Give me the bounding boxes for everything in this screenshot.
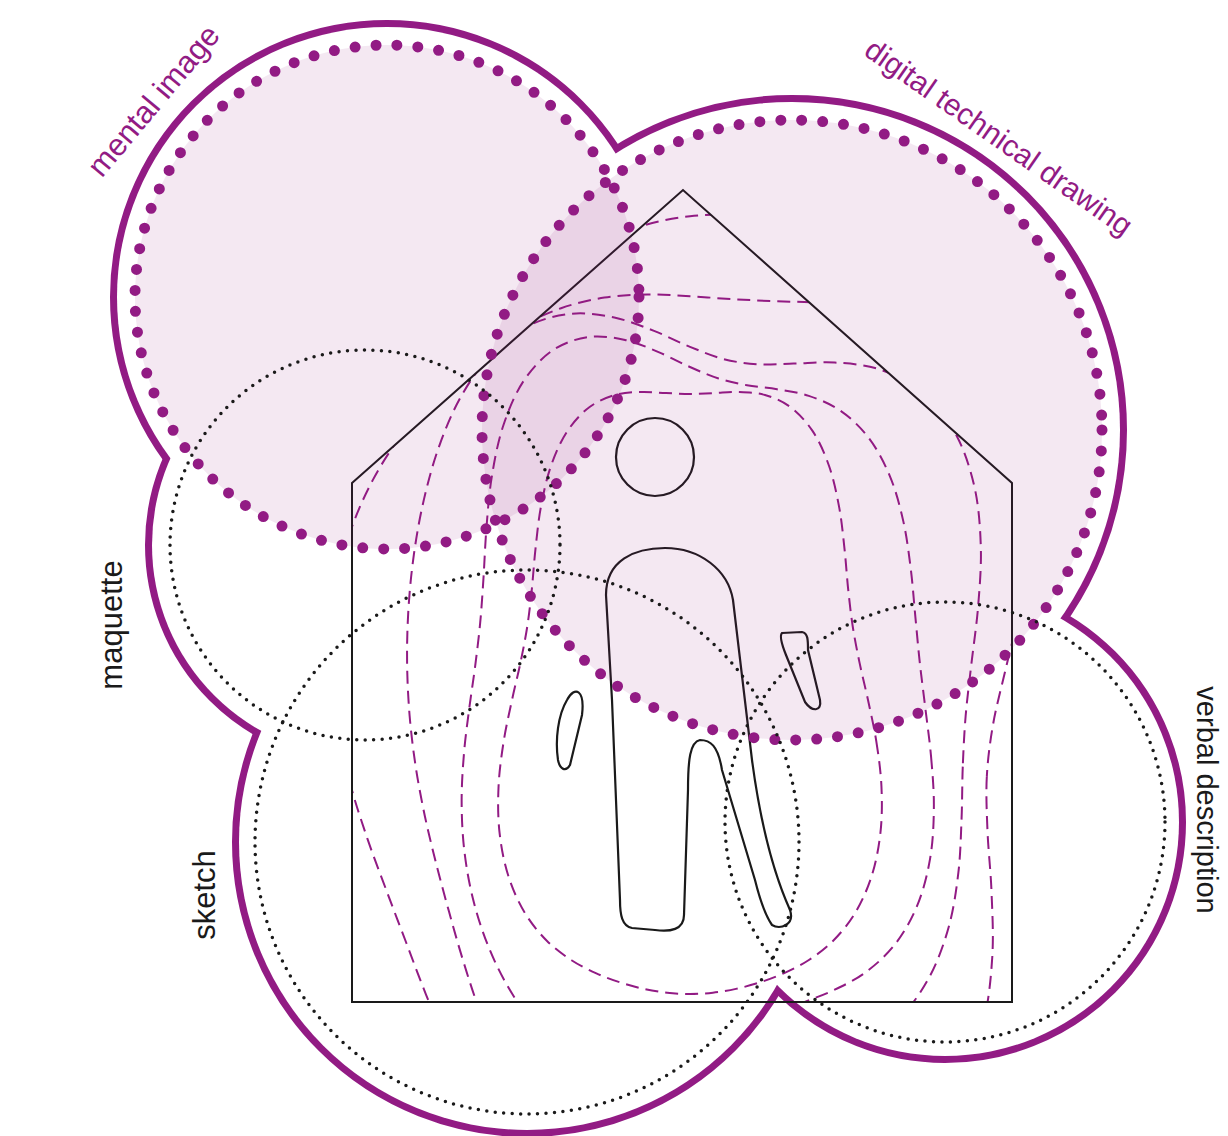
- circle-outline: [482, 120, 1102, 740]
- circle-outline: [470, 108, 1114, 752]
- figure-arm: [557, 692, 583, 770]
- circle-outline: [713, 590, 1177, 1054]
- circle-label: maquette: [95, 560, 129, 689]
- verbal-description-circle: verbal description: [713, 590, 1177, 1054]
- circle-label: sketch: [188, 850, 222, 940]
- circle-label: verbal description: [1190, 686, 1222, 913]
- circle-outline: [725, 602, 1165, 1042]
- circle-outline: [170, 350, 560, 740]
- circle-outline: [255, 570, 799, 1114]
- outer-outline: [117, 27, 1179, 1130]
- maquette-circle: maquette: [158, 338, 572, 752]
- circle-outline: [158, 338, 572, 752]
- digital-drawing-circle: digital technical drawing: [470, 108, 1114, 752]
